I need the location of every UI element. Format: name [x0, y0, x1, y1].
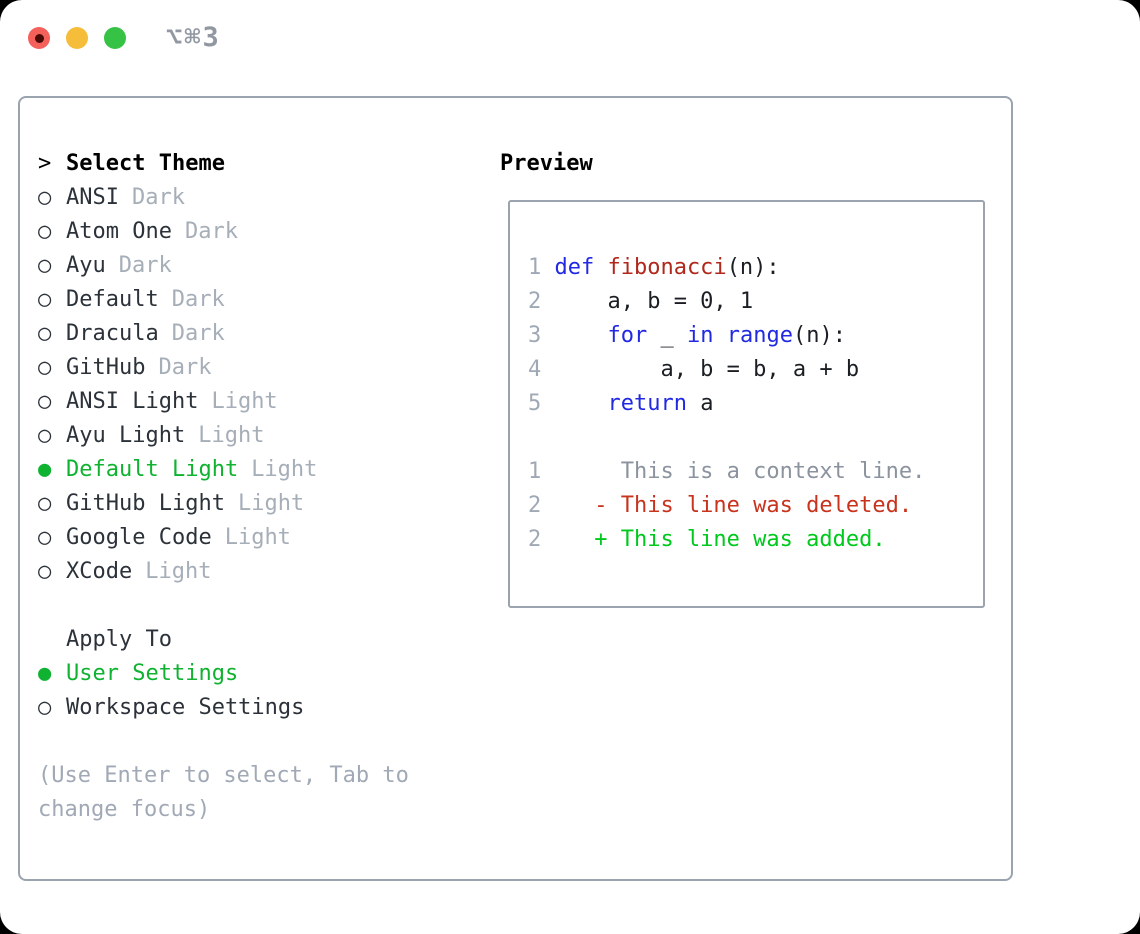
- theme-name: Ayu Light: [66, 423, 186, 448]
- line-number: 2: [528, 493, 542, 518]
- line-number: 5: [528, 391, 542, 416]
- line-number: 2: [528, 527, 542, 552]
- radio-icon: ○: [38, 491, 52, 516]
- radio-icon: ○: [38, 287, 52, 312]
- theme-option-default-light[interactable]: ● Default Light Light: [38, 453, 482, 487]
- cursor-icon: >: [38, 151, 52, 176]
- apply-to-header: Apply To: [38, 623, 482, 657]
- theme-option-github-light[interactable]: ○ GitHub Light Light: [38, 487, 482, 521]
- radio-selected-icon: ●: [38, 661, 52, 686]
- theme-name: Default Light: [66, 457, 239, 482]
- theme-variant-badge: Light: [237, 491, 305, 516]
- line-number: 1: [528, 255, 542, 280]
- theme-list-title: Select Theme: [66, 151, 225, 176]
- blank-line: [528, 421, 983, 455]
- apply-option-user-settings[interactable]: ● User Settings: [38, 657, 482, 691]
- code-line: 5 return a: [528, 387, 983, 421]
- diff-context-line: 1 This is a context line.: [528, 455, 983, 489]
- line-number: 1: [528, 459, 542, 484]
- theme-option-xcode-light[interactable]: ○ XCode Light: [38, 555, 482, 589]
- zoom-button[interactable]: [104, 27, 126, 49]
- theme-option-github-dark[interactable]: ○ GitHub Dark: [38, 351, 482, 385]
- traffic-lights: [28, 27, 126, 49]
- radio-icon: ○: [38, 559, 52, 584]
- window-shortcut-label: ⌥⌘3: [166, 22, 221, 53]
- radio-icon: ○: [38, 695, 52, 720]
- theme-variant-badge: Dark: [171, 287, 225, 312]
- theme-variant-badge: Dark: [131, 185, 185, 210]
- code-line: 2 a, b = 0, 1: [528, 285, 983, 319]
- preview-title: Preview: [500, 151, 593, 176]
- theme-name: ANSI Light: [66, 389, 199, 414]
- theme-option-atom-one-dark[interactable]: ○ Atom One Dark: [38, 215, 482, 249]
- apply-to-title: Apply To: [66, 627, 172, 652]
- theme-name: Atom One: [66, 219, 172, 244]
- theme-name: Ayu: [66, 253, 106, 278]
- diff-deleted-line: 2 - This line was deleted.: [528, 489, 983, 523]
- apply-option-label: Workspace Settings: [66, 695, 305, 720]
- theme-name: Dracula: [66, 321, 159, 346]
- line-number: 2: [528, 289, 542, 314]
- radio-icon: ○: [38, 253, 52, 278]
- line-number: 3: [528, 323, 542, 348]
- apply-option-workspace-settings[interactable]: ○ Workspace Settings: [38, 691, 482, 725]
- titlebar: ⌥⌘3: [0, 0, 1140, 76]
- theme-option-ayu-dark[interactable]: ○ Ayu Dark: [38, 249, 482, 283]
- theme-variant-badge: Dark: [158, 355, 212, 380]
- theme-variant-badge: Dark: [184, 219, 238, 244]
- theme-name: Default: [66, 287, 159, 312]
- theme-variant-badge: Dark: [118, 253, 172, 278]
- radio-icon: ○: [38, 185, 52, 210]
- line-number: 4: [528, 357, 542, 382]
- minimize-button[interactable]: [66, 27, 88, 49]
- radio-icon: ○: [38, 219, 52, 244]
- theme-name: XCode: [66, 559, 133, 584]
- keyboard-hint-text: (Use Enter to select, Tab to change focu…: [38, 763, 409, 822]
- theme-name: GitHub Light: [66, 491, 225, 516]
- radio-icon: ○: [38, 423, 52, 448]
- modified-dot-icon: [34, 33, 44, 43]
- theme-variant-badge: Light: [145, 559, 212, 584]
- theme-name: ANSI: [66, 185, 119, 210]
- close-button[interactable]: [28, 27, 50, 49]
- radio-icon: ○: [38, 389, 52, 414]
- code-line: 4 a, b = b, a + b: [528, 353, 983, 387]
- radio-icon: ○: [38, 355, 52, 380]
- theme-name: Google Code: [66, 525, 212, 550]
- theme-option-dracula-dark[interactable]: ○ Dracula Dark: [38, 317, 482, 351]
- apply-option-label: User Settings: [66, 661, 239, 686]
- diff-added-line: 2 + This line was added.: [528, 523, 983, 557]
- radio-selected-icon: ●: [38, 457, 52, 482]
- theme-option-google-code-light[interactable]: ○ Google Code Light: [38, 521, 482, 555]
- radio-icon: ○: [38, 525, 52, 550]
- theme-name: GitHub: [66, 355, 146, 380]
- theme-option-default-dark[interactable]: ○ Default Dark: [38, 283, 482, 317]
- theme-variant-badge: Dark: [171, 321, 225, 346]
- theme-variant-badge: Light: [198, 423, 265, 448]
- theme-variant-badge: Light: [251, 457, 318, 482]
- theme-option-ansi-light[interactable]: ○ ANSI Light Light: [38, 385, 482, 419]
- code-line: 3 for _ in range(n):: [528, 319, 983, 353]
- theme-option-ansi-dark[interactable]: ○ ANSI Dark: [38, 181, 482, 215]
- theme-variant-badge: Light: [211, 389, 278, 414]
- theme-variant-badge: Light: [224, 525, 291, 550]
- spacer: [38, 589, 482, 623]
- theme-option-ayu-light[interactable]: ○ Ayu Light Light: [38, 419, 482, 453]
- radio-icon: ○: [38, 321, 52, 346]
- theme-list-header: > Select Theme: [38, 147, 482, 181]
